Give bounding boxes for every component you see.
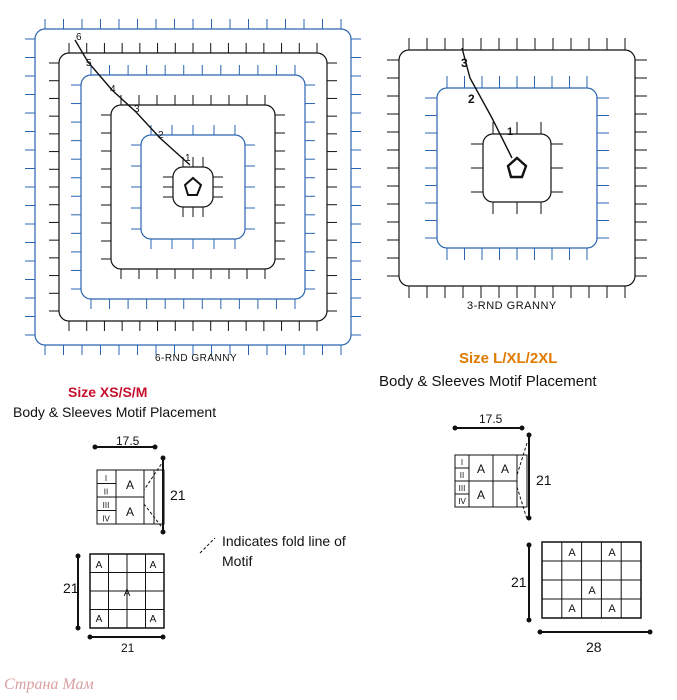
round-number-2b: 2 (468, 92, 475, 106)
large-body-height-line-end (526, 617, 532, 623)
small-body-width-line-end (87, 634, 93, 640)
granny3-round-2 (436, 87, 598, 249)
fold-line (143, 459, 165, 491)
small-body-height: 21 (63, 580, 79, 596)
motif-roman: I (105, 474, 107, 483)
granny3-round-1 (482, 133, 552, 203)
motif-cell-a-label: A (126, 505, 134, 519)
small-body-width: 21 (121, 641, 135, 655)
granny3-start-path (461, 47, 513, 159)
round-number-1b: 1 (507, 126, 514, 138)
motif-roman: IV (102, 515, 110, 524)
small-body-width-line-end (160, 634, 166, 640)
fold-legend-line2: Motif (222, 553, 253, 569)
fold-line (516, 442, 528, 476)
motif-cell-a-label: A (608, 603, 616, 615)
large-sleeve-width-line-end (452, 425, 458, 431)
motif-cell-a-label: A (96, 614, 103, 625)
six-rnd-caption: 6-RND GRANNY (155, 353, 238, 364)
motif-cell-a-label: A (150, 614, 157, 625)
small-sleeve-height-line-end (160, 529, 166, 535)
small-size-title: Size XS/S/M (68, 384, 148, 400)
large-subtitle: Body & Sleeves Motif Placement (379, 373, 597, 390)
small-sleeve-width: 17.5 (116, 434, 140, 448)
granny3-center-ring (506, 156, 528, 179)
motif-cell-a-label: A (96, 560, 103, 571)
large-sleeve-height-line-end (526, 515, 532, 521)
fold-line (143, 503, 165, 531)
granny6-start-path (74, 39, 191, 166)
motif-roman: II (460, 471, 464, 480)
large-body-width-line-end (537, 629, 543, 635)
round-number-2: 2 (158, 130, 164, 141)
small-body-height-line-end (75, 625, 81, 631)
granny6-round-5 (58, 52, 328, 322)
large-sleeve-width: 17.5 (479, 412, 503, 426)
motif-roman: III (459, 484, 466, 493)
motif-cell-a-label: A (477, 488, 485, 502)
small-sleeve-height-line-end (160, 455, 166, 461)
round-number-3b: 3 (461, 56, 468, 70)
fold-legend-line1: Indicates fold line of (222, 533, 346, 549)
granny6-center-ring (183, 176, 203, 196)
motif-cell-a-label: A (501, 462, 509, 476)
motif-cell-small (492, 480, 518, 508)
fold-line (516, 486, 528, 520)
large-sleeve-height: 21 (536, 472, 552, 488)
granny6-round-6 (34, 28, 352, 346)
motif-cell-a-label: A (568, 603, 576, 615)
round-number-4: 4 (110, 84, 116, 95)
granny6-round-1 (172, 166, 214, 208)
round-number-1: 1 (185, 153, 191, 164)
large-body-width-line-end (647, 629, 653, 635)
motif-roman: II (104, 488, 108, 497)
round-number-5: 5 (86, 58, 92, 69)
motif-cell-a-label: A (126, 478, 134, 492)
large-size-title: Size L/XL/2XL (459, 350, 558, 367)
small-sleeve-height: 21 (170, 487, 186, 503)
motif-roman: III (103, 501, 110, 510)
small-sleeve-width-line-end (92, 444, 98, 450)
large-sleeve-strip2 (516, 454, 528, 508)
large-body-height-line-end (526, 542, 532, 548)
fold-line (199, 537, 216, 554)
small-body-height-line-end (75, 553, 81, 559)
motif-roman: IV (458, 497, 466, 506)
motif-cell-a-label: A (150, 560, 157, 571)
granny6-round-4 (80, 74, 306, 300)
round-number-6: 6 (76, 32, 82, 43)
watermark: Страна Мам (4, 676, 94, 693)
large-sleeve-height-line-end (526, 432, 532, 438)
granny6-round-2 (140, 134, 246, 240)
three-rnd-caption: 3-RND GRANNY (467, 300, 557, 312)
motif-cell-a-label: A (608, 547, 616, 559)
small-subtitle: Body & Sleeves Motif Placement (13, 404, 217, 420)
motif-roman: I (461, 458, 463, 467)
large-body-height: 21 (511, 574, 527, 590)
small-sleeve-width-line-end (152, 444, 158, 450)
motif-cell-a-label: A (588, 585, 596, 597)
large-body-width: 28 (586, 639, 602, 655)
round-number-3: 3 (134, 104, 140, 115)
motif-cell-a-label: A (477, 462, 485, 476)
motif-cell-a-label: A (568, 547, 576, 559)
motif-cell-a-label: A (124, 588, 131, 599)
large-sleeve-width-line-end (519, 425, 525, 431)
